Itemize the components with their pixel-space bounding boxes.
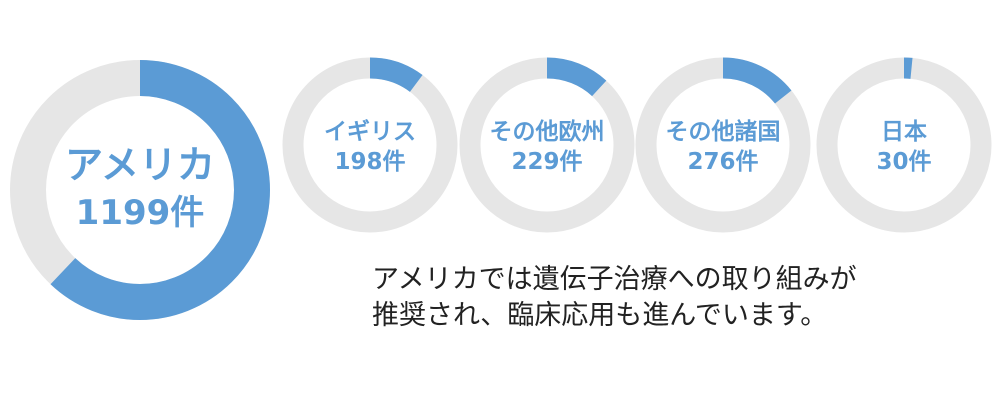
donut-5: 日本 30件	[816, 57, 992, 233]
category-label: 日本	[881, 119, 927, 145]
donut-slice	[459, 57, 635, 233]
category-label: その他欧州	[490, 119, 605, 145]
donut-1: アメリカ 1199件	[10, 60, 270, 320]
category-label: イギリス	[324, 119, 416, 145]
value-label: 1199件	[76, 193, 205, 233]
donut-track	[816, 57, 992, 233]
donut-track	[459, 57, 635, 233]
category-label: その他諸国	[666, 118, 781, 145]
donut-4: その他諸国 276件	[635, 57, 811, 233]
caption: アメリカでは遺伝子治療への取り組みが 推奨され、臨床応用も進んでいます。	[372, 262, 972, 334]
donut-slice	[635, 57, 811, 233]
category-label: アメリカ	[65, 143, 215, 187]
value-label: 198件	[334, 149, 405, 175]
caption-line-2: 推奨され、臨床応用も進んでいます。	[372, 300, 828, 331]
donut-2: イギリス 198件	[282, 57, 458, 233]
value-label: 276件	[687, 149, 758, 175]
donut-3: その他欧州 229件	[459, 57, 635, 233]
donut-slice	[282, 57, 458, 233]
donut-slice	[816, 57, 992, 233]
caption-line-1: アメリカでは遺伝子治療への取り組みが	[372, 264, 857, 295]
donut-track	[282, 57, 458, 233]
value-label: 229件	[511, 149, 582, 175]
donut-slice	[10, 60, 270, 320]
value-label: 30件	[876, 149, 931, 175]
